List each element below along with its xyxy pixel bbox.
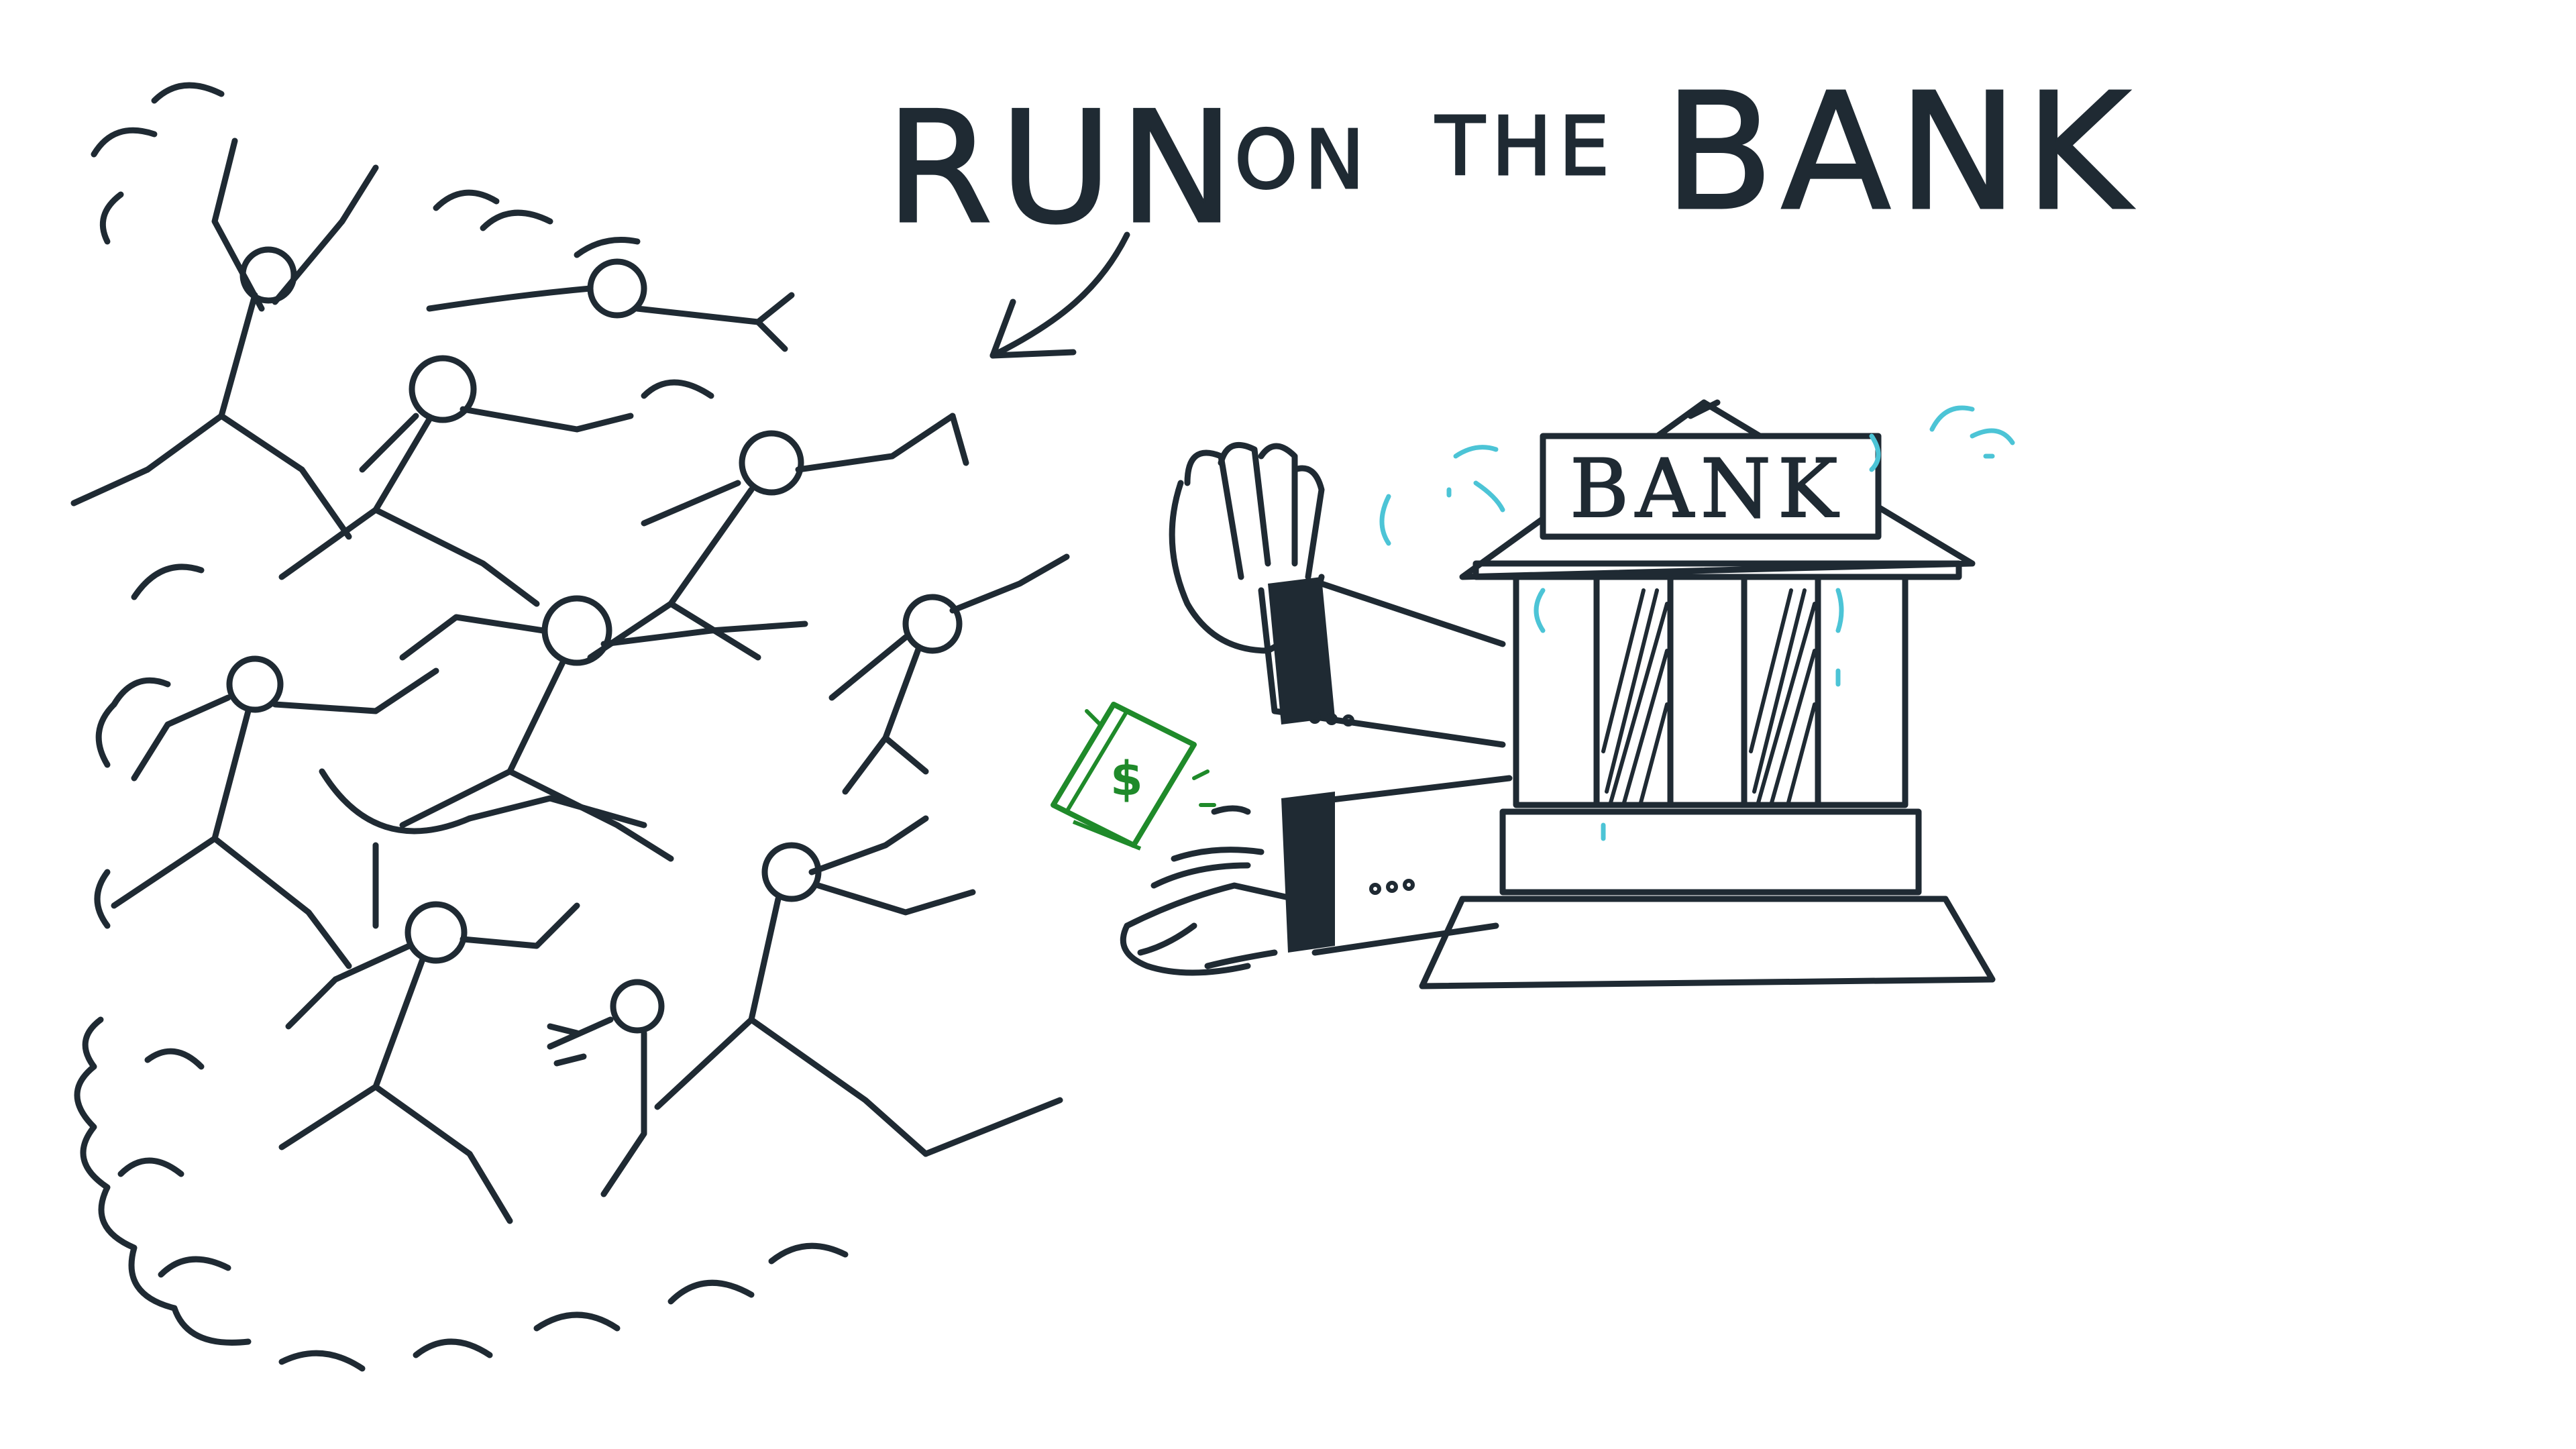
crowd-illustration	[70, 82, 1070, 1372]
runner-6	[828, 553, 1070, 795]
runner-2	[426, 237, 795, 352]
runner-10	[654, 815, 1063, 1157]
receiving-hand-icon	[1120, 805, 1298, 976]
title-word-on: ON	[1234, 114, 1371, 207]
money-symbol: $	[1110, 751, 1143, 806]
runner-7	[111, 655, 439, 969]
bank-sign-text: BANK	[1570, 443, 1845, 536]
title-word-the: THE	[1435, 101, 1616, 194]
runner-9	[278, 901, 580, 1224]
runner-8	[319, 768, 647, 929]
sweat-drops	[1379, 405, 2015, 841]
upper-sleeve	[1258, 577, 1506, 748]
title-word-run: RUN	[885, 79, 1241, 258]
runner-4	[587, 413, 969, 661]
title: RUN ON THE BANK	[885, 58, 2137, 260]
money-bill-icon: $	[1051, 702, 1216, 851]
banker-arms	[1120, 441, 1513, 976]
runner-5	[399, 595, 808, 862]
runner-1	[70, 138, 379, 540]
dust-clouds	[74, 701, 849, 1372]
bank-building-icon: BANK	[1419, 399, 1996, 989]
title-word-bank: BANK	[1664, 58, 2137, 246]
bank-sign-board	[1540, 433, 1882, 540]
top-dust-puffs	[91, 82, 714, 708]
arrow-icon	[989, 231, 1130, 359]
runner-3	[278, 355, 634, 607]
lower-sleeve	[1281, 775, 1513, 956]
runner-11	[547, 979, 665, 1197]
